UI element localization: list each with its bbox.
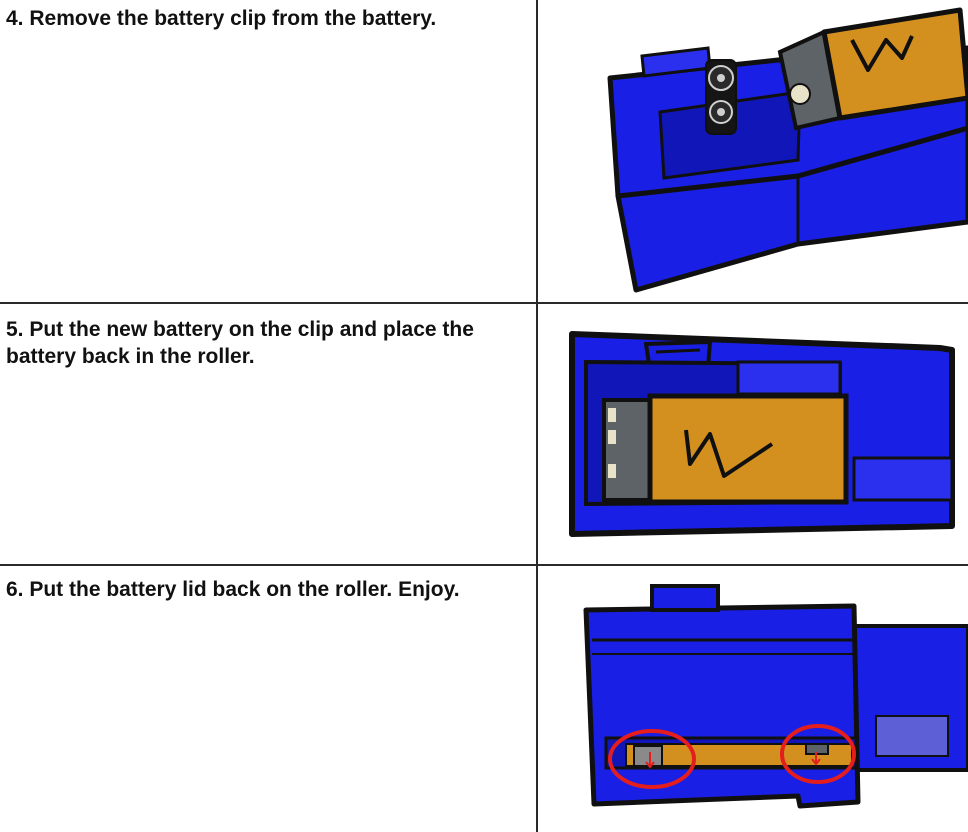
- row-divider-2: [0, 564, 968, 566]
- step-6-illustration: [540, 566, 968, 832]
- step-row-4: 4. Remove the battery clip from the batt…: [0, 0, 968, 302]
- step-row-5: 5. Put the new battery on the clip and p…: [0, 304, 968, 564]
- step-6-instruction: 6. Put the battery lid back on the rolle…: [6, 578, 460, 601]
- step-4-instruction: 4. Remove the battery clip from the batt…: [6, 7, 437, 30]
- step-5-instruction: 5. Put the new battery on the clip and p…: [6, 318, 474, 368]
- step-5-illustration: [540, 304, 968, 564]
- column-divider: [536, 0, 538, 832]
- step-4-illustration: [540, 0, 968, 302]
- row-divider-1: [0, 302, 968, 304]
- step-row-6: 6. Put the battery lid back on the rolle…: [0, 566, 968, 832]
